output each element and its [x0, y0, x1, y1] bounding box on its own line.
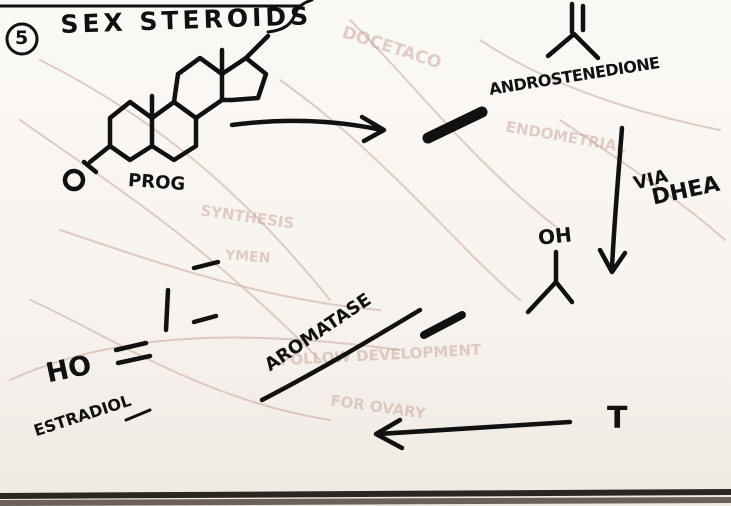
- page-bottom-edge: [0, 489, 731, 499]
- label-testosterone: T: [607, 401, 628, 436]
- page-bottom-edge: [0, 497, 731, 506]
- estradiol-dash: [191, 259, 221, 271]
- label-progesterone: PROG: [127, 170, 186, 195]
- estradiol-dash: [191, 313, 219, 325]
- estradiol-bond: [163, 287, 171, 333]
- ghost-stroke: [559, 119, 726, 241]
- hydroxyl-fragment: [525, 279, 575, 315]
- ghost-stroke: [279, 79, 521, 301]
- arrow-head: [359, 114, 387, 144]
- label-hydroxyl: OH: [536, 222, 573, 250]
- ketone-double-bond: [81, 159, 99, 175]
- steroid-ring-a: [107, 99, 155, 163]
- arrow-head: [373, 417, 405, 451]
- ghost-stroke: [59, 229, 381, 311]
- ghost-stroke: [29, 299, 331, 421]
- ketone-fragment: [545, 31, 601, 61]
- steroid-ring-b: [149, 99, 199, 163]
- androstenedione-dash: [422, 106, 488, 144]
- steroid-ring-c: [171, 55, 225, 121]
- arrow-prog-to-androstenedione: [229, 118, 385, 133]
- heading-squiggle: [266, 0, 314, 34]
- ketone-oxygen: [62, 168, 86, 192]
- double-bond-line: [113, 340, 149, 353]
- heading-number-circle: [5, 22, 39, 56]
- heading-number: 5: [15, 27, 29, 49]
- aromatase-underline: [259, 307, 423, 403]
- double-bond-line: [115, 353, 153, 366]
- side-chain: [243, 33, 271, 61]
- ghost-stroke: [19, 119, 321, 361]
- estradiol-hook: [124, 408, 152, 422]
- ghost-stroke: [479, 39, 721, 131]
- ghost-stroke: [39, 59, 331, 301]
- arrow-head: [597, 247, 628, 275]
- arrow-androstenedione-to-t: [609, 125, 625, 271]
- testosterone-dash: [420, 311, 466, 339]
- arrow-t-to-estradiol: [375, 419, 573, 437]
- steroid-ring-d: [219, 55, 269, 103]
- ghost-stroke: [9, 336, 401, 381]
- c3-bond: [87, 143, 113, 165]
